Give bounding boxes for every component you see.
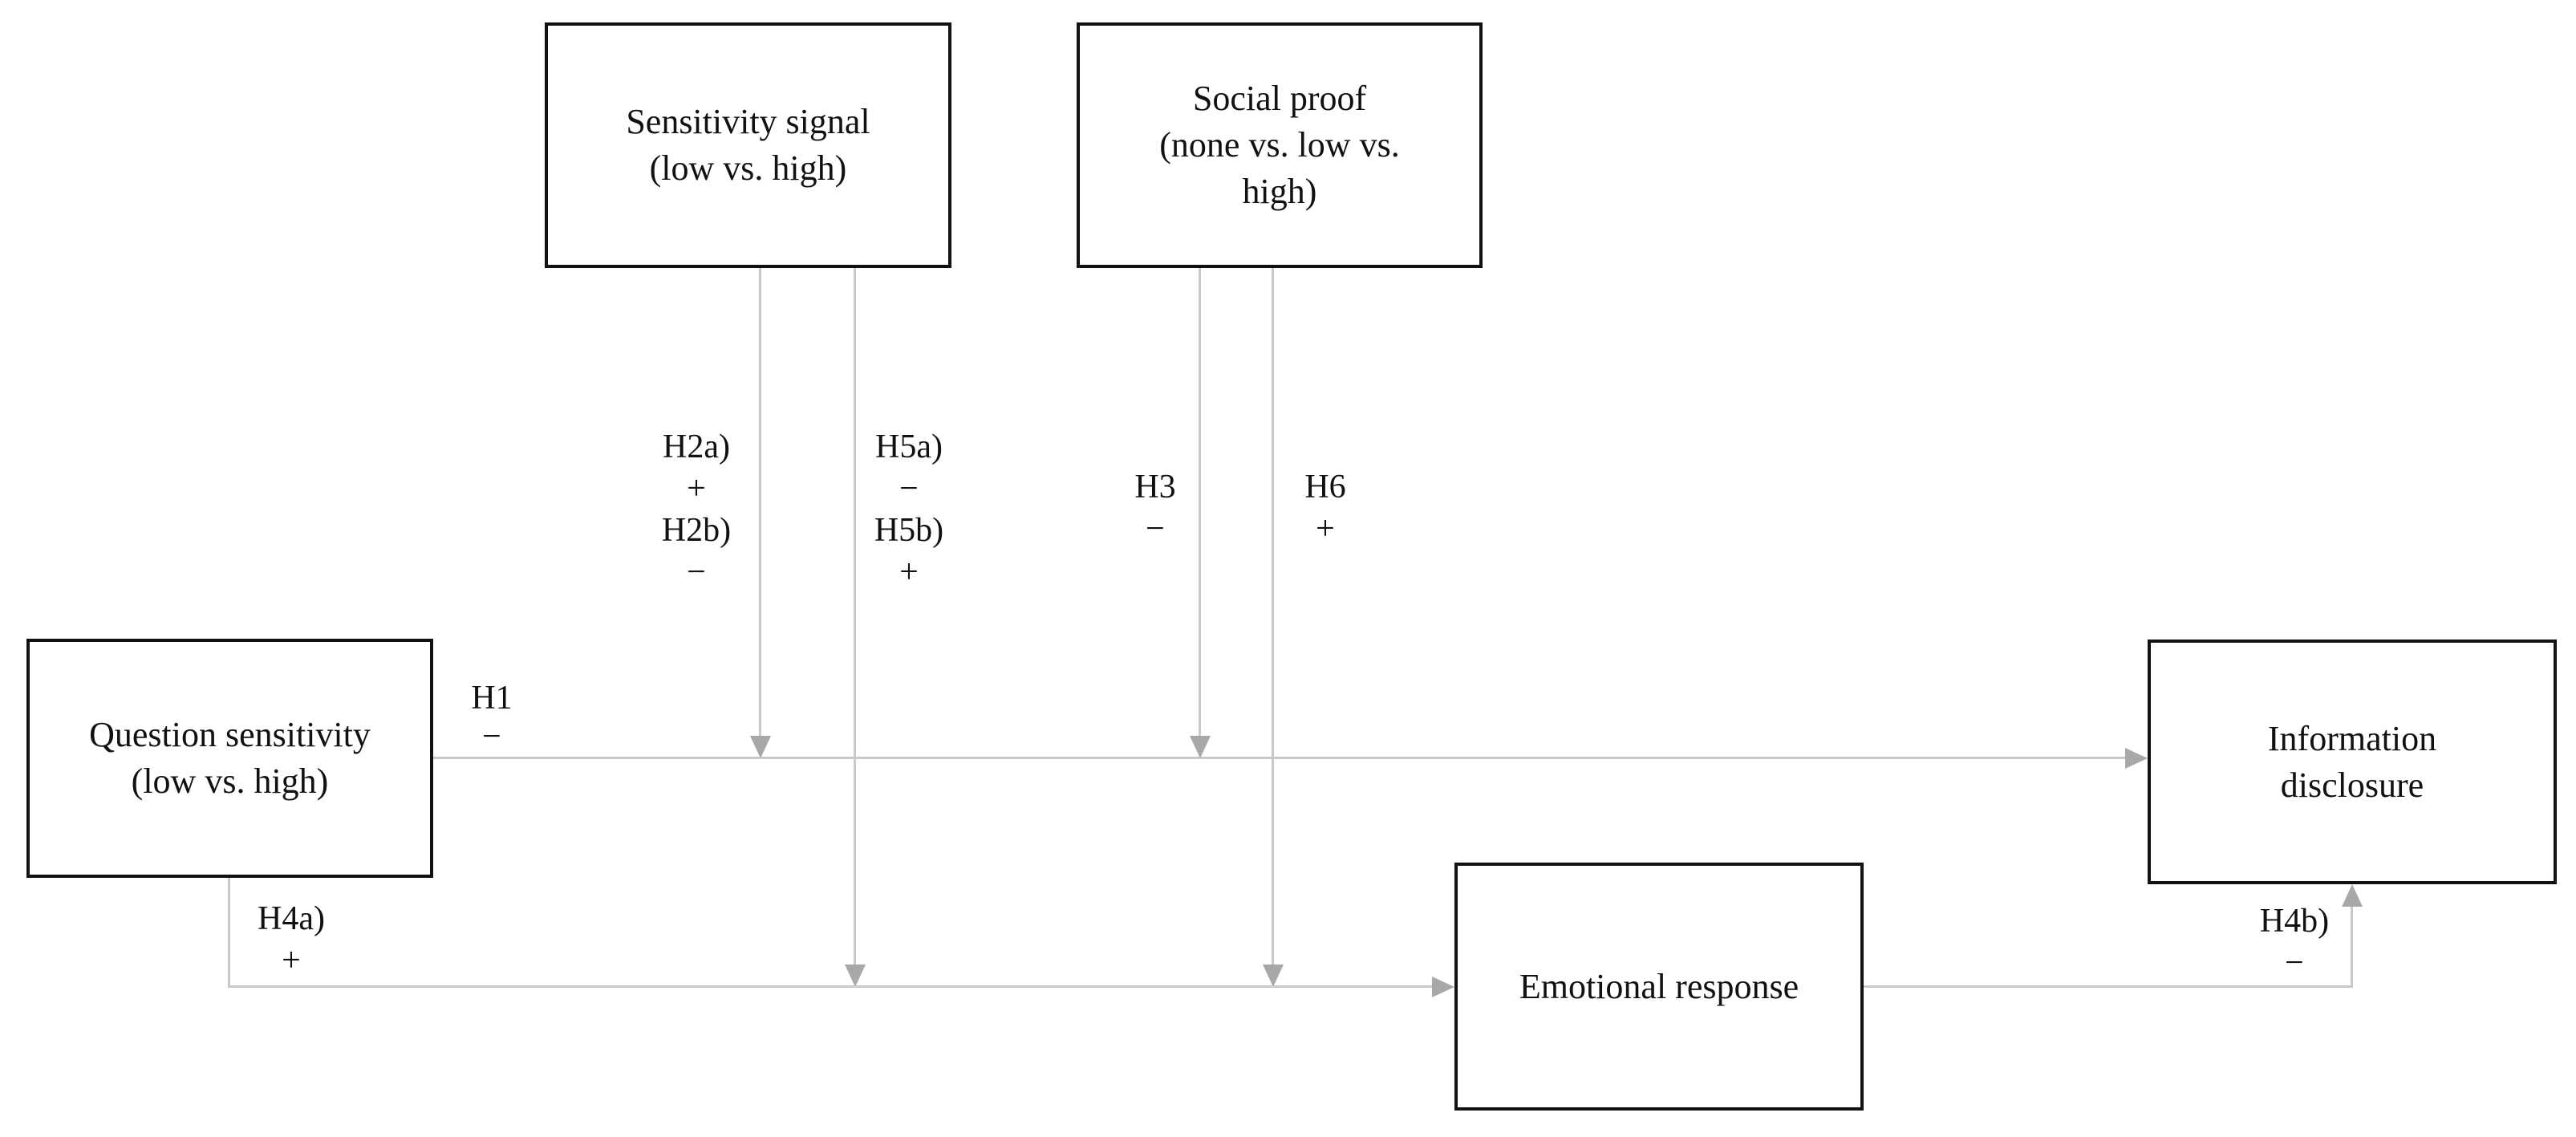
box-sensitivity-signal: Sensitivity signal (low vs. high) [545,22,951,268]
label-h4a: H4a) + [258,900,325,979]
h2-moderator-line [759,268,761,738]
box-label: Emotional response [1519,966,1799,1006]
arrowhead-down-icon [750,736,771,758]
arrowhead-up-icon [2342,884,2363,907]
label-h3: H3 − [1134,469,1176,547]
box-label: Social proof (none vs. low vs. high) [1159,79,1400,211]
arrowhead-down-icon [1190,736,1211,758]
box-question-sensitivity: Question sensitivity (low vs. high) [26,639,433,878]
arrowhead-right-icon [1432,977,1454,997]
h4b-path-vertical-line [2351,904,2353,988]
box-label: Question sensitivity (low vs. high) [89,715,371,801]
h4a-path-vertical-line [228,878,230,988]
h3-moderator-line [1199,268,1201,738]
label-h5: H5a) − H5b) + [874,428,944,591]
box-information-disclosure: Information disclosure [2148,640,2557,884]
h6-moderator-line [1272,268,1274,967]
label-h2: H2a) + H2b) − [661,428,732,591]
arrowhead-down-icon [845,964,866,987]
label-h6: H6 + [1304,469,1346,547]
h1-path-line [433,757,2130,759]
box-social-proof: Social proof (none vs. low vs. high) [1077,22,1483,268]
arrowhead-down-icon [1263,964,1284,987]
box-emotional-response: Emotional response [1454,863,1864,1111]
box-label: Information disclosure [2267,718,2437,805]
label-h4b: H4b) − [2259,903,2330,981]
box-label: Sensitivity signal (low vs. high) [626,102,870,188]
h4a-path-horizontal-line [228,985,1434,988]
label-h1: H1 − [471,680,513,755]
arrowhead-right-icon [2125,748,2148,769]
h5-moderator-line [854,268,856,967]
h4b-path-horizontal-line [1864,985,2353,988]
